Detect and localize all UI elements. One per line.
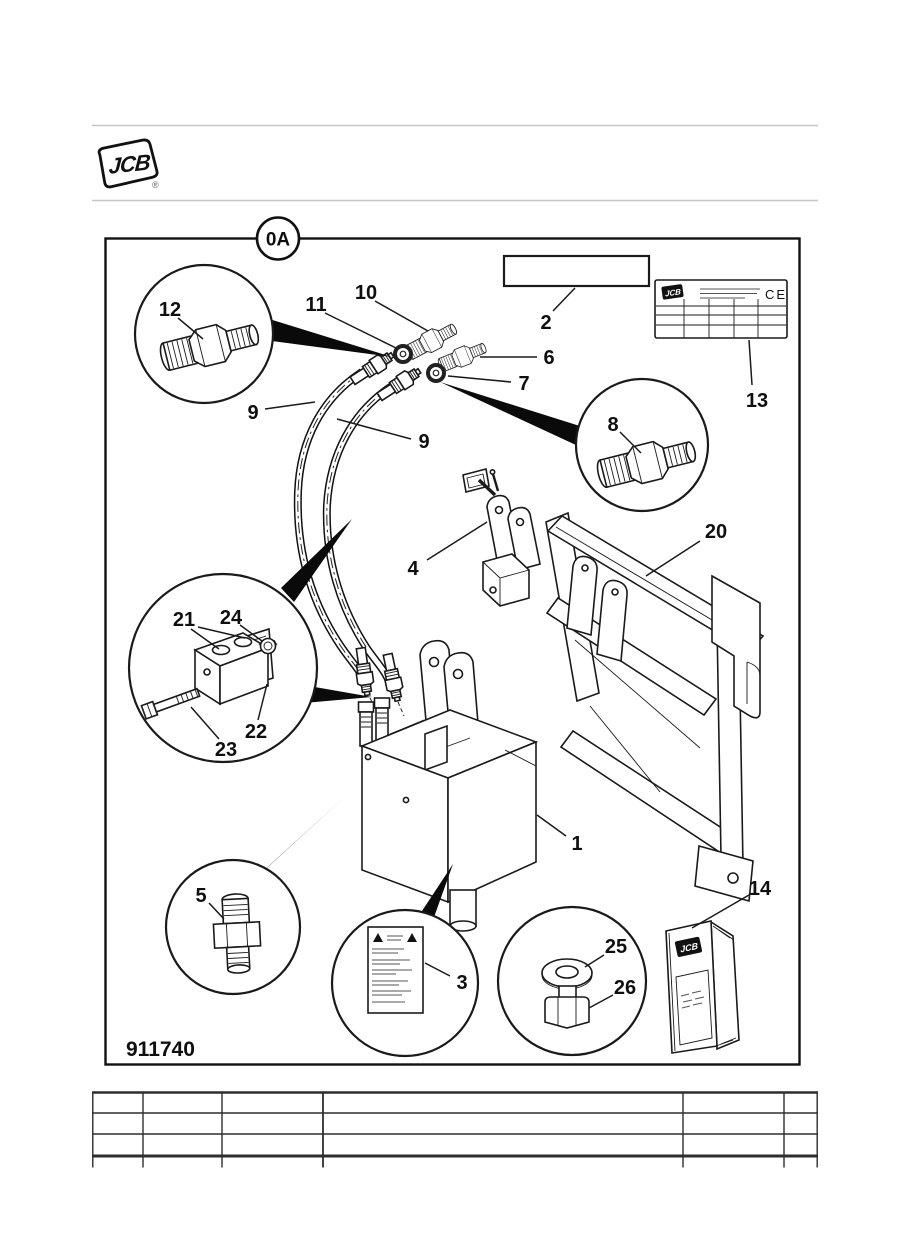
wedge-clamp-upper <box>281 519 352 602</box>
section-ref-badge: 0A <box>255 216 301 261</box>
nut-26 <box>544 985 590 1029</box>
manual-jcb-logo: JCB <box>674 936 703 957</box>
leader-2 <box>552 287 576 312</box>
callout-22-label: 22 <box>245 721 267 743</box>
parts-table-grid <box>92 1091 818 1168</box>
callout-8-label: 8 <box>607 414 618 436</box>
manual-booklet-14: JCB <box>665 920 740 1054</box>
leader-10 <box>374 300 429 332</box>
callout-1-label: 1 <box>571 833 582 855</box>
callout-24-label: 24 <box>220 607 243 629</box>
callout-5-label: 5 <box>195 885 206 907</box>
section-ref-label: 0A <box>266 230 291 251</box>
washer-11 <box>393 344 413 364</box>
nut-24 <box>258 637 278 655</box>
registered-mark: ® <box>152 180 159 190</box>
callout-23-label: 23 <box>215 739 237 761</box>
callout-4-label: 4 <box>407 558 419 580</box>
wedge-12 <box>266 318 392 357</box>
detail-circle-12: 12 <box>133 263 275 405</box>
callout-2-label: 2 <box>540 312 551 334</box>
main-unit-1 <box>357 639 539 932</box>
bolt-23 <box>140 687 201 720</box>
callout-13-label: 13 <box>746 390 768 412</box>
data-plate-13: JCB CE <box>654 279 788 339</box>
wedge-clamp-lower <box>304 686 372 703</box>
ce-mark: CE <box>765 287 787 302</box>
leader-14 <box>691 894 750 929</box>
callout-21-label: 21 <box>173 609 195 631</box>
callout-10-label: 10 <box>355 282 377 304</box>
callout-20-label: 20 <box>705 521 727 543</box>
callout-26-label: 26 <box>614 977 636 999</box>
leader-9b <box>336 418 412 440</box>
warning-decal-3 <box>367 926 424 1014</box>
callout-3-label: 3 <box>456 972 467 994</box>
callout-6-label: 6 <box>543 347 554 369</box>
hose-9-lower <box>322 382 395 686</box>
leader-1 <box>536 814 567 837</box>
detail-circle-3: 3 <box>330 908 480 1058</box>
decal-2 <box>502 254 651 288</box>
callout-11-label: 11 <box>305 294 326 316</box>
jcb-logo-text: JCB <box>108 149 152 179</box>
detail-circle-8: 8 <box>574 377 710 513</box>
washer-25 <box>541 958 593 990</box>
plate-jcb-text: JCB <box>665 287 681 298</box>
plate-jcb-logo: JCB <box>661 284 684 300</box>
leader-9a <box>264 401 316 410</box>
callout-12-label: 12 <box>159 299 181 321</box>
callout-7-label: 7 <box>518 373 529 395</box>
leader-7 <box>447 375 512 383</box>
leader-4 <box>426 521 488 561</box>
detail-circle-25-26: 25 26 <box>496 905 648 1057</box>
callout-25-label: 25 <box>605 936 627 958</box>
wedge-8 <box>440 382 591 452</box>
warning-triangle-icon <box>373 933 383 942</box>
washer-7 <box>426 363 446 383</box>
jcb-logo: JCB <box>97 138 159 189</box>
callout-14-label: 14 <box>749 878 772 900</box>
leader-13 <box>748 339 753 386</box>
hose-9-upper <box>293 368 366 678</box>
warning-triangle-icon <box>407 933 417 942</box>
callout-9b-label: 9 <box>418 431 429 453</box>
diagram-frame <box>104 237 801 1066</box>
figure-number: 911740 <box>126 1038 195 1061</box>
mounting-frame-20 <box>545 511 765 903</box>
wedge-5 <box>257 793 349 877</box>
detail-circle-5: 5 <box>164 858 302 996</box>
stud-adapter-5 <box>212 893 262 974</box>
leader-11 <box>324 312 397 349</box>
bracket-4 <box>462 468 541 607</box>
leader-20 <box>645 540 701 577</box>
detail-circle-clamp: 21 24 22 23 <box>127 572 319 764</box>
manual-jcb-text: JCB <box>680 941 699 955</box>
wedge-3 <box>420 864 453 920</box>
callout-9a-label: 9 <box>247 402 258 424</box>
